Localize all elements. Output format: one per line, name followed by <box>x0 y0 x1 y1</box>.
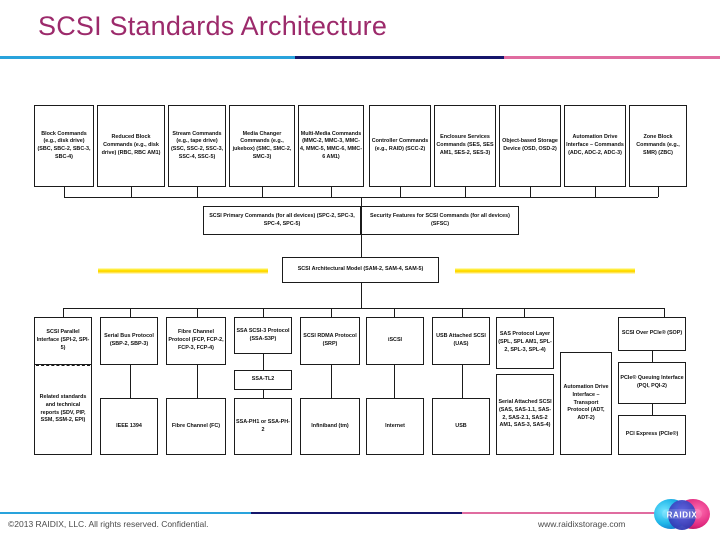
dashed-separator <box>36 365 90 366</box>
diagram-box-stream-commands: Stream Commands (e.g., tape drive) (SSC,… <box>168 105 226 187</box>
title-divider-rule <box>0 56 720 59</box>
connector <box>361 283 362 308</box>
connector <box>131 187 132 197</box>
diagram-box-ssa-scsi-3-protocol: SSA SCSI-3 Protocol (SSA-S3P) <box>234 317 292 354</box>
footer-rule-segment-blue <box>0 512 251 514</box>
svg-text:RAIDIX: RAIDIX <box>667 511 698 520</box>
diagram-box-usb: USB <box>432 398 490 455</box>
diagram-box-scsi-rdma-protocol: SCSI RDMA Protocol (SRP) <box>300 317 360 365</box>
connector <box>400 187 401 197</box>
diagram-box-ieee-1394: IEEE 1394 <box>100 398 158 455</box>
footer-rule-segment-pink <box>461 512 660 514</box>
connector <box>361 235 362 257</box>
connector <box>652 351 653 362</box>
diagram-box-ssa-tl2: SSA-TL2 <box>234 370 292 390</box>
connector <box>197 308 198 317</box>
diagram-box-serial-attached-scsi: Serial Attached SCSI (SAS, SAS-1.1, SAS-… <box>496 374 554 455</box>
connector <box>263 308 264 317</box>
diagram-box-multi-media-commands: Multi-Media Commands (MMC-2, MMC-3, MMC-… <box>298 105 364 187</box>
connector <box>394 308 395 317</box>
highlight-stroke-left <box>98 268 268 274</box>
connector <box>263 354 264 370</box>
diagram-box-scsi-parallel-interface: SCSI Parallel Interface (SPI-2, SPI-5) <box>34 317 92 365</box>
connector <box>530 187 531 197</box>
diagram-box-related-standards: Related standards and technical reports … <box>34 365 92 455</box>
connector <box>595 187 596 197</box>
diagram-box-object-based-storage-device: Object-based Storage Device (OSD, OSD-2) <box>499 105 561 187</box>
diagram-box-media-changer-commands: Media Changer Commands (e.g., jukebox) (… <box>229 105 295 187</box>
diagram-box-sas-protocol-layer: SAS Protocol Layer (SPL, SPL AM1, SPL-2,… <box>496 317 554 369</box>
connector <box>331 187 332 197</box>
diagram-box-pcie-queuing-interface: PCIe® Queuing Interface (PQI, PQI-2) <box>618 362 686 404</box>
diagram-box-security-features: Security Features for SCSI Commands (for… <box>361 206 519 235</box>
connector <box>524 308 525 317</box>
diagram-box-automation-drive-interface-commands: Automation Drive Interface – Commands (A… <box>564 105 626 187</box>
connector <box>652 404 653 415</box>
connector <box>658 187 659 197</box>
rule-segment-blue <box>0 56 296 59</box>
footer-divider-rule <box>0 512 660 514</box>
diagram-box-internet: Internet <box>366 398 424 455</box>
connector <box>130 308 131 317</box>
connector <box>462 365 463 398</box>
diagram-box-usb-attached-scsi: USB Attached SCSI (UAS) <box>432 317 490 365</box>
connector <box>331 308 332 317</box>
diagram-box-pci-express: PCI Express (PCIe®) <box>618 415 686 455</box>
diagram-box-iscsi: iSCSI <box>366 317 424 365</box>
connector <box>64 187 65 197</box>
connector <box>263 390 264 398</box>
copyright-text: ©2013 RAIDIX, LLC. All rights reserved. … <box>8 519 209 529</box>
diagram-box-controller-commands: Controller Commands (e.g., RAID) (SCC-2) <box>369 105 431 187</box>
connector <box>197 187 198 197</box>
diagram-box-ssa-ph1-ph2: SSA-PH1 or SSA-PH-2 <box>234 398 292 455</box>
diagram-box-enclosure-services-commands: Enclosure Services Commands (SES, SES AM… <box>434 105 496 187</box>
highlight-stroke-right <box>455 268 635 274</box>
website-url: www.raidixstorage.com <box>538 519 626 529</box>
connector <box>63 308 64 317</box>
rule-segment-navy <box>295 56 504 59</box>
connector <box>394 365 395 398</box>
diagram-box-adi-transport-protocol: Automation Drive Interface – Transport P… <box>560 352 612 455</box>
connector-bus-row4 <box>63 308 664 309</box>
connector <box>465 187 466 197</box>
connector <box>197 365 198 398</box>
raidix-logo: RAIDIX <box>651 494 713 536</box>
diagram-box-scsi-primary-commands: SCSI Primary Commands (for all devices) … <box>203 206 361 235</box>
connector <box>331 365 332 398</box>
connector <box>462 308 463 317</box>
diagram-box-serial-bus-protocol: Serial Bus Protocol (SBP-2, SBP-3) <box>100 317 158 365</box>
connector <box>664 308 665 317</box>
diagram-box-zone-block-commands: Zone Block Commands (e.g., SMR) (ZBC) <box>629 105 687 187</box>
connector <box>361 197 362 207</box>
diagram-box-fibre-channel-protocol: Fibre Channel Protocol (FCP, FCP-2, FCP-… <box>166 317 226 365</box>
diagram-box-infiniband: Infiniband (tm) <box>300 398 360 455</box>
connector-bus-row1 <box>64 197 658 198</box>
diagram-box-fibre-channel: Fibre Channel (FC) <box>166 398 226 455</box>
page-title: SCSI Standards Architecture <box>38 11 388 41</box>
connector <box>130 365 131 398</box>
rule-segment-pink <box>503 56 720 59</box>
diagram-box-block-commands: Block Commands (e.g., disk drive) (SBC, … <box>34 105 94 187</box>
footer-rule-segment-navy <box>250 512 462 514</box>
diagram-box-scsi-over-pcie: SCSI Over PCIe® (SOP) <box>618 317 686 351</box>
connector <box>262 187 263 197</box>
diagram-box-reduced-block-commands: Reduced Block Commands (e.g., disk drive… <box>97 105 165 187</box>
diagram-box-scsi-architectural-model: SCSI Architectural Model (SAM-2, SAM-4, … <box>282 257 439 283</box>
